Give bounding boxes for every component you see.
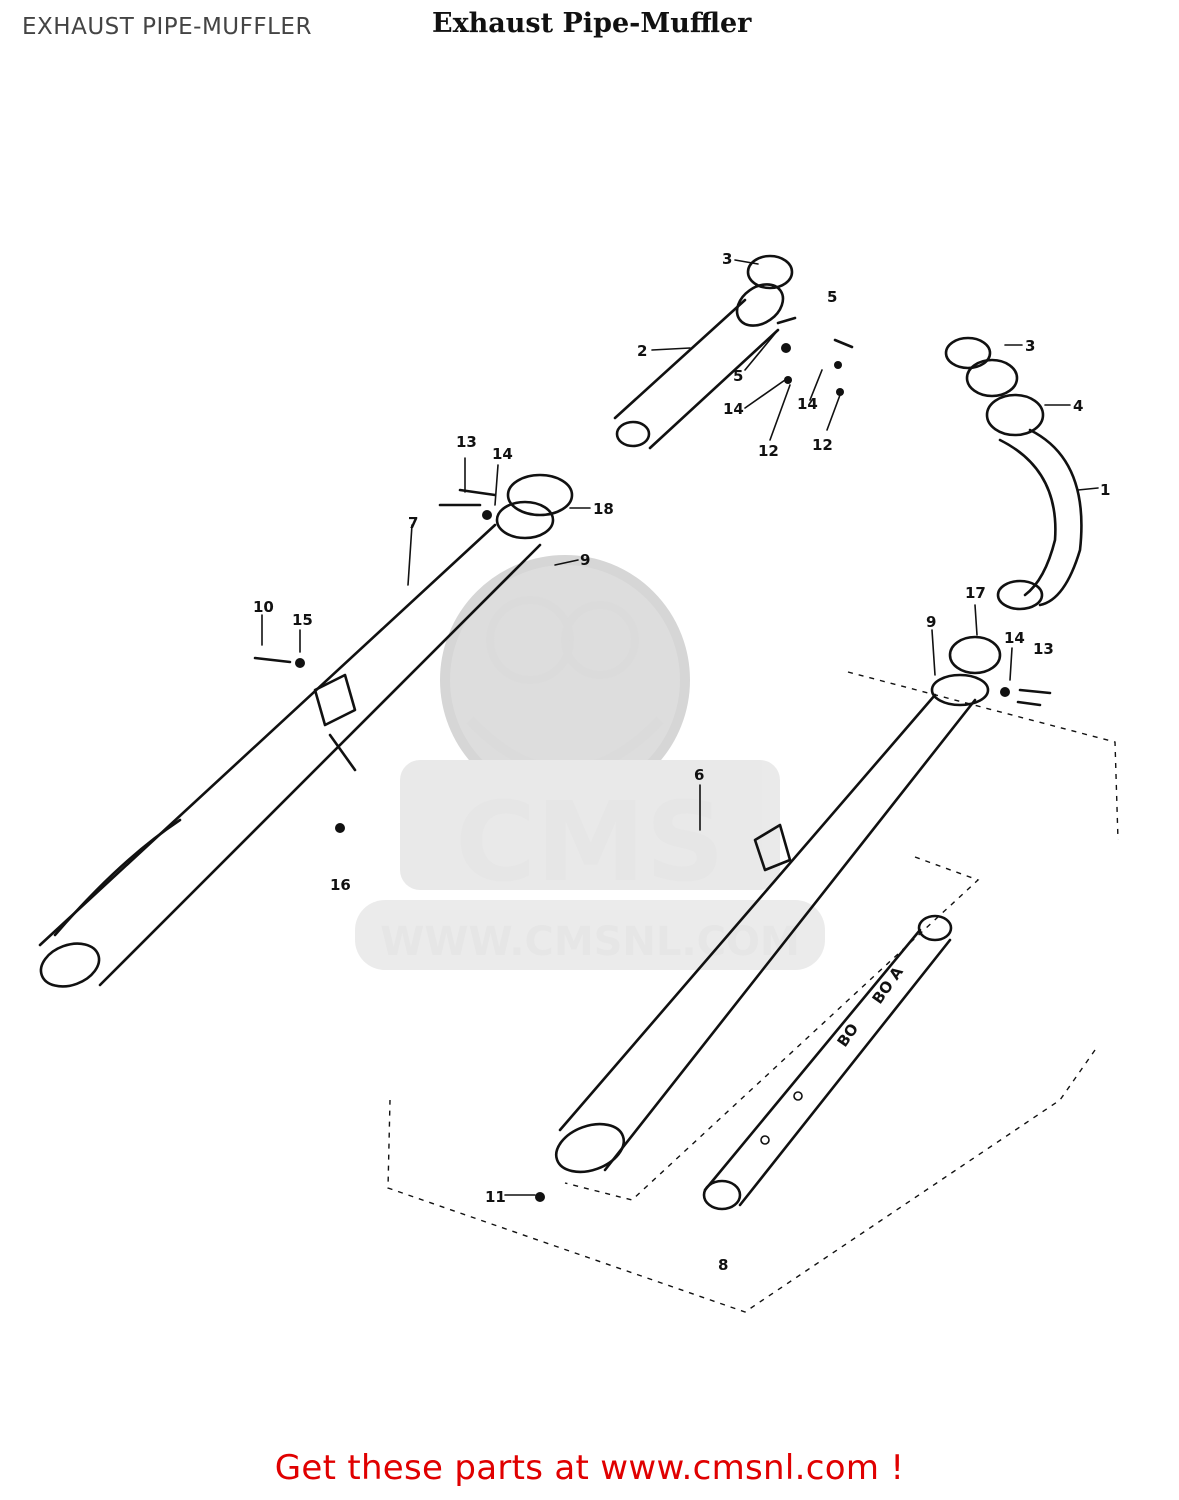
callout-12-right: 12	[812, 436, 833, 454]
fasteners	[253, 316, 1052, 1202]
part-exhaust-pipe-upper	[613, 254, 794, 450]
callout-10: 10	[253, 598, 274, 616]
callout-5-right: 5	[827, 288, 837, 306]
callout-5-left: 5	[733, 367, 743, 385]
callout-3-upper: 3	[722, 250, 732, 268]
part-muffler-right	[554, 635, 1002, 1174]
callout-8: 8	[718, 1256, 728, 1274]
callout-11: 11	[485, 1188, 506, 1206]
callout-6: 6	[694, 766, 704, 784]
callout-9-left: 9	[580, 551, 590, 569]
watermark-logo-text: CMS	[455, 778, 724, 906]
leader-lines	[261, 259, 1099, 1196]
callout-16: 16	[330, 876, 351, 894]
callout-numbers: 1 2 3 3 4 5 5 6 7 8 9 9 10 11 12 12 13 1…	[253, 250, 1110, 1274]
callout-3-right: 3	[1025, 337, 1035, 355]
watermark-url-text: WWW.CMSNL.COM	[380, 919, 800, 965]
callout-9-right: 9	[926, 613, 936, 631]
cms-watermark: CMS WWW.CMSNL.COM	[355, 555, 825, 970]
diagram-title: Exhaust Pipe-Muffler	[432, 8, 752, 39]
callout-2: 2	[637, 342, 647, 360]
callout-18: 18	[593, 500, 614, 518]
callout-15: 15	[292, 611, 313, 629]
part-muffler-left	[38, 473, 574, 988]
callout-14-pipe-left: 14	[723, 400, 744, 418]
page-label: EXHAUST PIPE-MUFFLER	[22, 14, 312, 40]
inner-boundary	[564, 856, 980, 1201]
callout-17: 17	[965, 584, 986, 602]
callout-14-left-muffler: 14	[492, 445, 513, 463]
callout-12-left: 12	[758, 442, 779, 460]
exploded-parts-diagram: CMS WWW.CMSNL.COM	[38, 250, 1119, 1313]
part-exhaust-pipe-curved	[944, 336, 1083, 611]
callout-4: 4	[1073, 397, 1083, 415]
callout-13-right: 13	[1033, 640, 1054, 658]
callout-1: 1	[1100, 481, 1110, 499]
baffle-marking-1: BO	[834, 1020, 863, 1050]
callout-14-right-muffler: 14	[1004, 629, 1025, 647]
callout-13-left: 13	[456, 433, 477, 451]
callout-14-pipe-right: 14	[797, 395, 818, 413]
callout-7: 7	[408, 514, 418, 532]
footer-parts-link[interactable]: Get these parts at www.cmsnl.com !	[274, 1448, 905, 1488]
assembly-boundary	[387, 671, 1119, 1313]
